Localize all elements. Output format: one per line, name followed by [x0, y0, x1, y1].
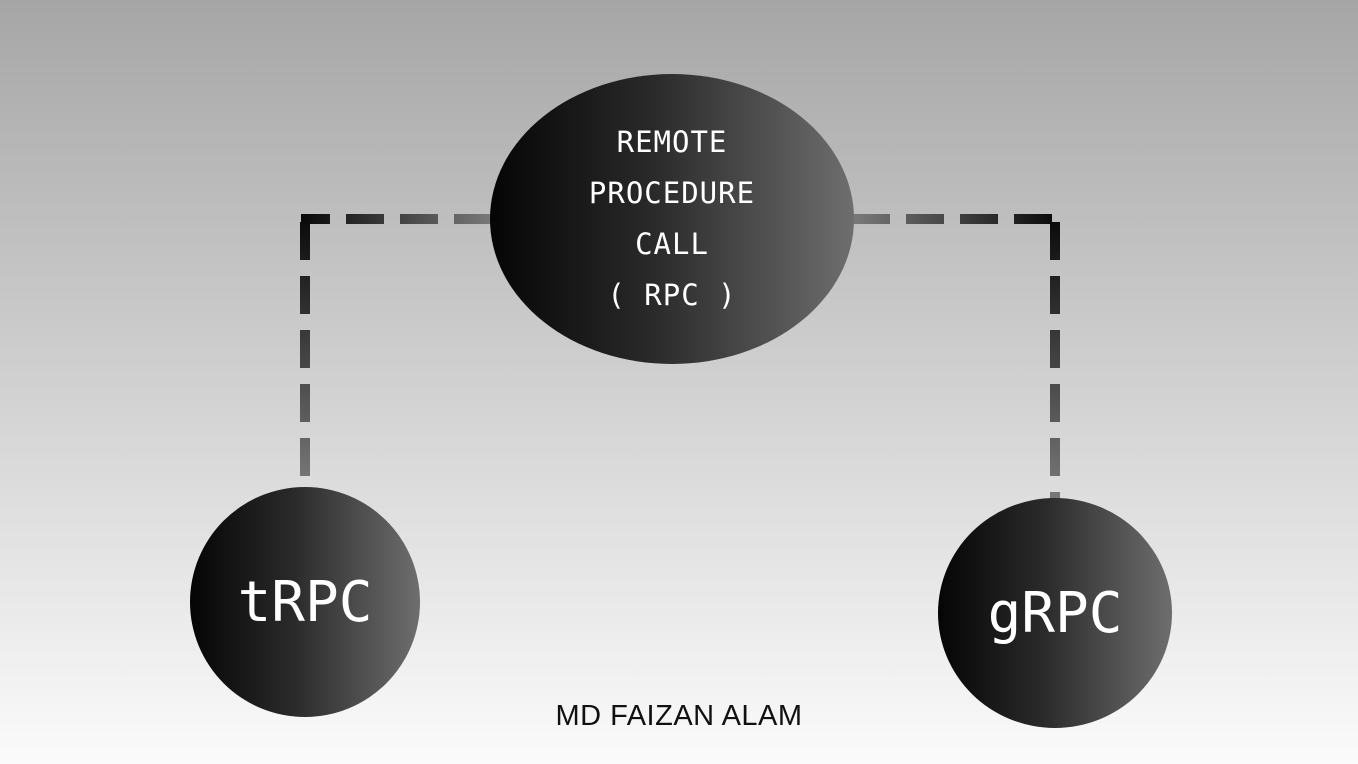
rpc-node-line-2: PROCEDURE — [588, 176, 756, 210]
rpc-node-line-1: REMOTE — [616, 125, 728, 159]
grpc-node: gRPC — [938, 498, 1172, 728]
trpc-node: tRPC — [190, 487, 420, 717]
rpc-node: REMOTE PROCEDURE CALL ( RPC ) — [490, 74, 854, 364]
rpc-node-line-3: CALL — [635, 227, 709, 261]
trpc-node-label: tRPC — [237, 569, 373, 635]
grpc-node-label: gRPC — [987, 580, 1123, 646]
author-credit: MD FAIZAN ALAM — [555, 700, 803, 732]
rpc-node-line-4: ( RPC ) — [607, 278, 737, 312]
